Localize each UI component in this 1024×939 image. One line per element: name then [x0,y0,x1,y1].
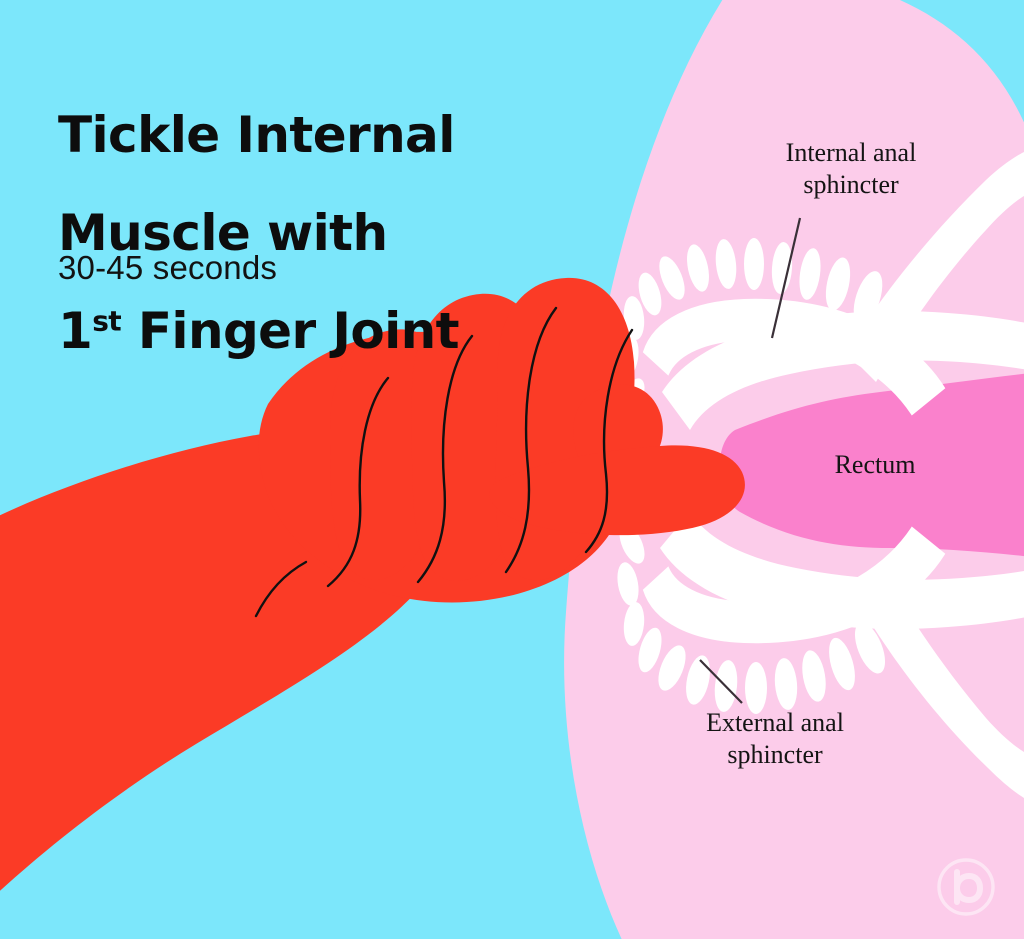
title-line-2: Muscle with [58,204,388,262]
rectum-cavity [719,372,1024,560]
label-internal-anal-sphincter: Internal anal sphincter [785,138,917,199]
brand-logo [937,858,995,916]
duration-subtitle: 30-45 seconds [58,249,278,286]
upper-canal-wall [662,310,1024,430]
lower-canal-wall [660,512,1024,630]
external-sphincter-fibers [599,490,939,714]
leader-line-internal [770,217,802,339]
label-rectum: Rectum [834,450,916,479]
internal-sphincter-band [642,298,946,416]
title-ordinal-suffix: st [92,304,122,338]
index-finger [489,445,745,536]
finger-crease-lines [254,306,634,618]
external-sphincter-band [642,526,946,644]
title-line-3-number: 1 [58,302,93,360]
label-external-anal-sphincter: External anal sphincter [706,708,844,769]
title-line-3-rest: Finger Joint [121,302,460,360]
title-line-1: Tickle Internal [58,106,455,164]
page-title: Tickle Internal Muscle with 1st Finger J… [58,62,578,356]
leader-line-external [699,659,743,704]
